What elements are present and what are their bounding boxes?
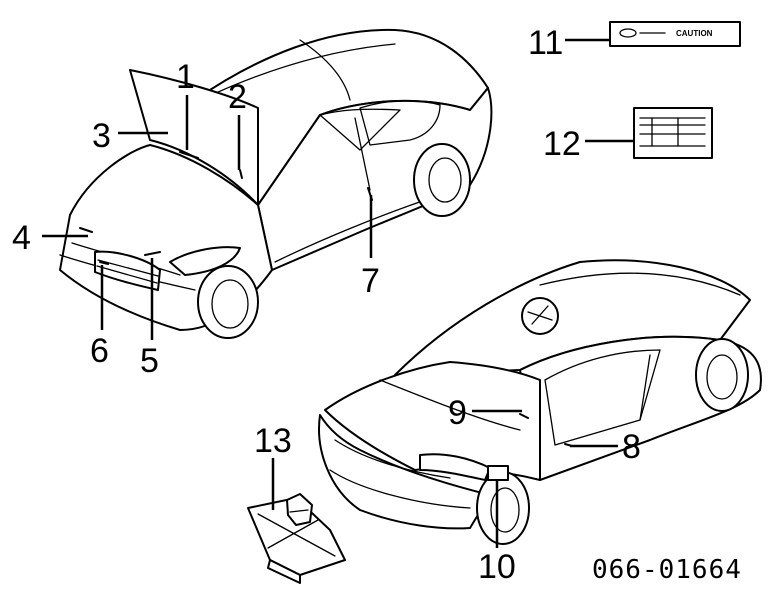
front-car-illustration xyxy=(59,28,493,339)
callout-11: 11 xyxy=(528,24,563,62)
callout-6: 6 xyxy=(90,332,109,370)
callout-1: 1 xyxy=(176,58,195,96)
table-label-plate xyxy=(633,107,713,159)
caution-label-text: CAUTION xyxy=(676,29,713,38)
callout-7: 7 xyxy=(361,262,380,300)
callout-9: 9 xyxy=(448,394,467,432)
callout-12: 12 xyxy=(543,125,581,163)
callout-3: 3 xyxy=(92,117,111,155)
diagram-code: 066-01664 xyxy=(592,555,742,585)
callout-4: 4 xyxy=(12,219,31,257)
callout-2: 2 xyxy=(228,78,247,116)
leader-lines xyxy=(42,38,634,548)
callout-8: 8 xyxy=(622,428,641,466)
callout-5: 5 xyxy=(140,342,159,380)
rear-car-illustration xyxy=(318,259,762,545)
callout-13: 13 xyxy=(254,422,292,460)
jack-illustration xyxy=(247,493,346,584)
caution-label-plate: CAUTION xyxy=(609,21,741,47)
callout-10: 10 xyxy=(478,548,516,586)
callout-numbers: 1 2 3 4 5 6 7 8 9 10 11 12 13 xyxy=(12,24,641,586)
